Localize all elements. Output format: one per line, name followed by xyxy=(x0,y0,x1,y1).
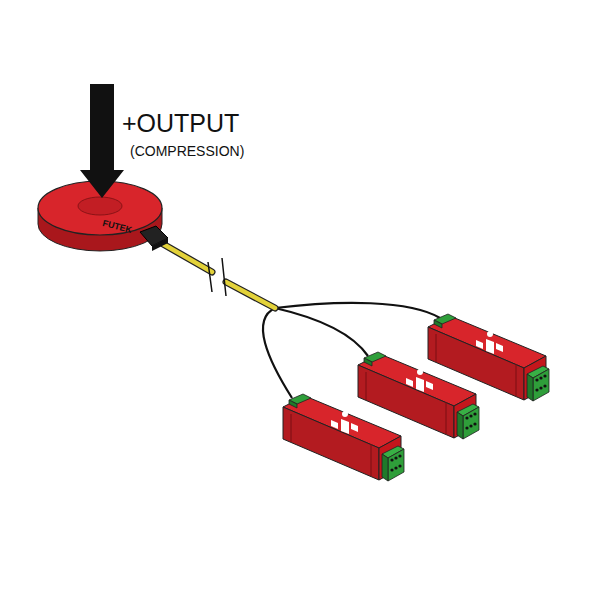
cable xyxy=(163,244,275,308)
output-label: +OUTPUT xyxy=(122,109,239,138)
force-arrow xyxy=(80,84,124,198)
amplifier-module xyxy=(283,394,404,481)
direction-label: (COMPRESSION) xyxy=(130,143,244,159)
